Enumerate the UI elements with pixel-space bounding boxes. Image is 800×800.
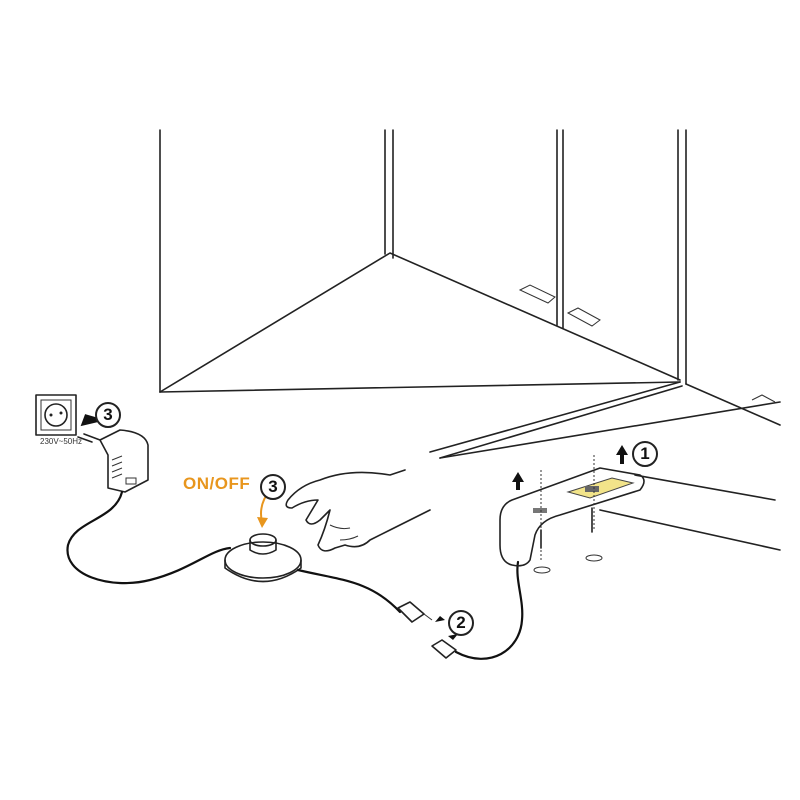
wall-cabinet bbox=[159, 129, 781, 459]
up-arrow-icon bbox=[512, 472, 524, 490]
adapter-cable bbox=[66, 490, 232, 585]
light-cable bbox=[454, 560, 524, 660]
hand bbox=[285, 469, 431, 552]
plug-connector-female[interactable] bbox=[431, 639, 457, 659]
door-handle-left bbox=[518, 284, 556, 304]
led-cabinet-light bbox=[499, 455, 645, 574]
wall-socket bbox=[35, 394, 77, 436]
step-1-light-badge: 1 bbox=[632, 441, 658, 467]
up-arrow-icon bbox=[616, 445, 628, 464]
step-3-switch-badge: 3 bbox=[260, 474, 286, 500]
power-adapter bbox=[77, 429, 149, 493]
plug-connector-male[interactable] bbox=[397, 601, 433, 623]
door-handle-right bbox=[566, 307, 601, 327]
on-off-label: ON/OFF bbox=[183, 474, 251, 493]
switch-cable bbox=[296, 568, 402, 614]
door-handle-far bbox=[751, 394, 776, 403]
step-2-connector-badge: 2 bbox=[448, 610, 474, 636]
voltage-label: 230V~50Hz bbox=[40, 437, 83, 446]
step-3-adapter-badge: 3 bbox=[95, 402, 121, 428]
foot-switch[interactable] bbox=[224, 533, 302, 583]
